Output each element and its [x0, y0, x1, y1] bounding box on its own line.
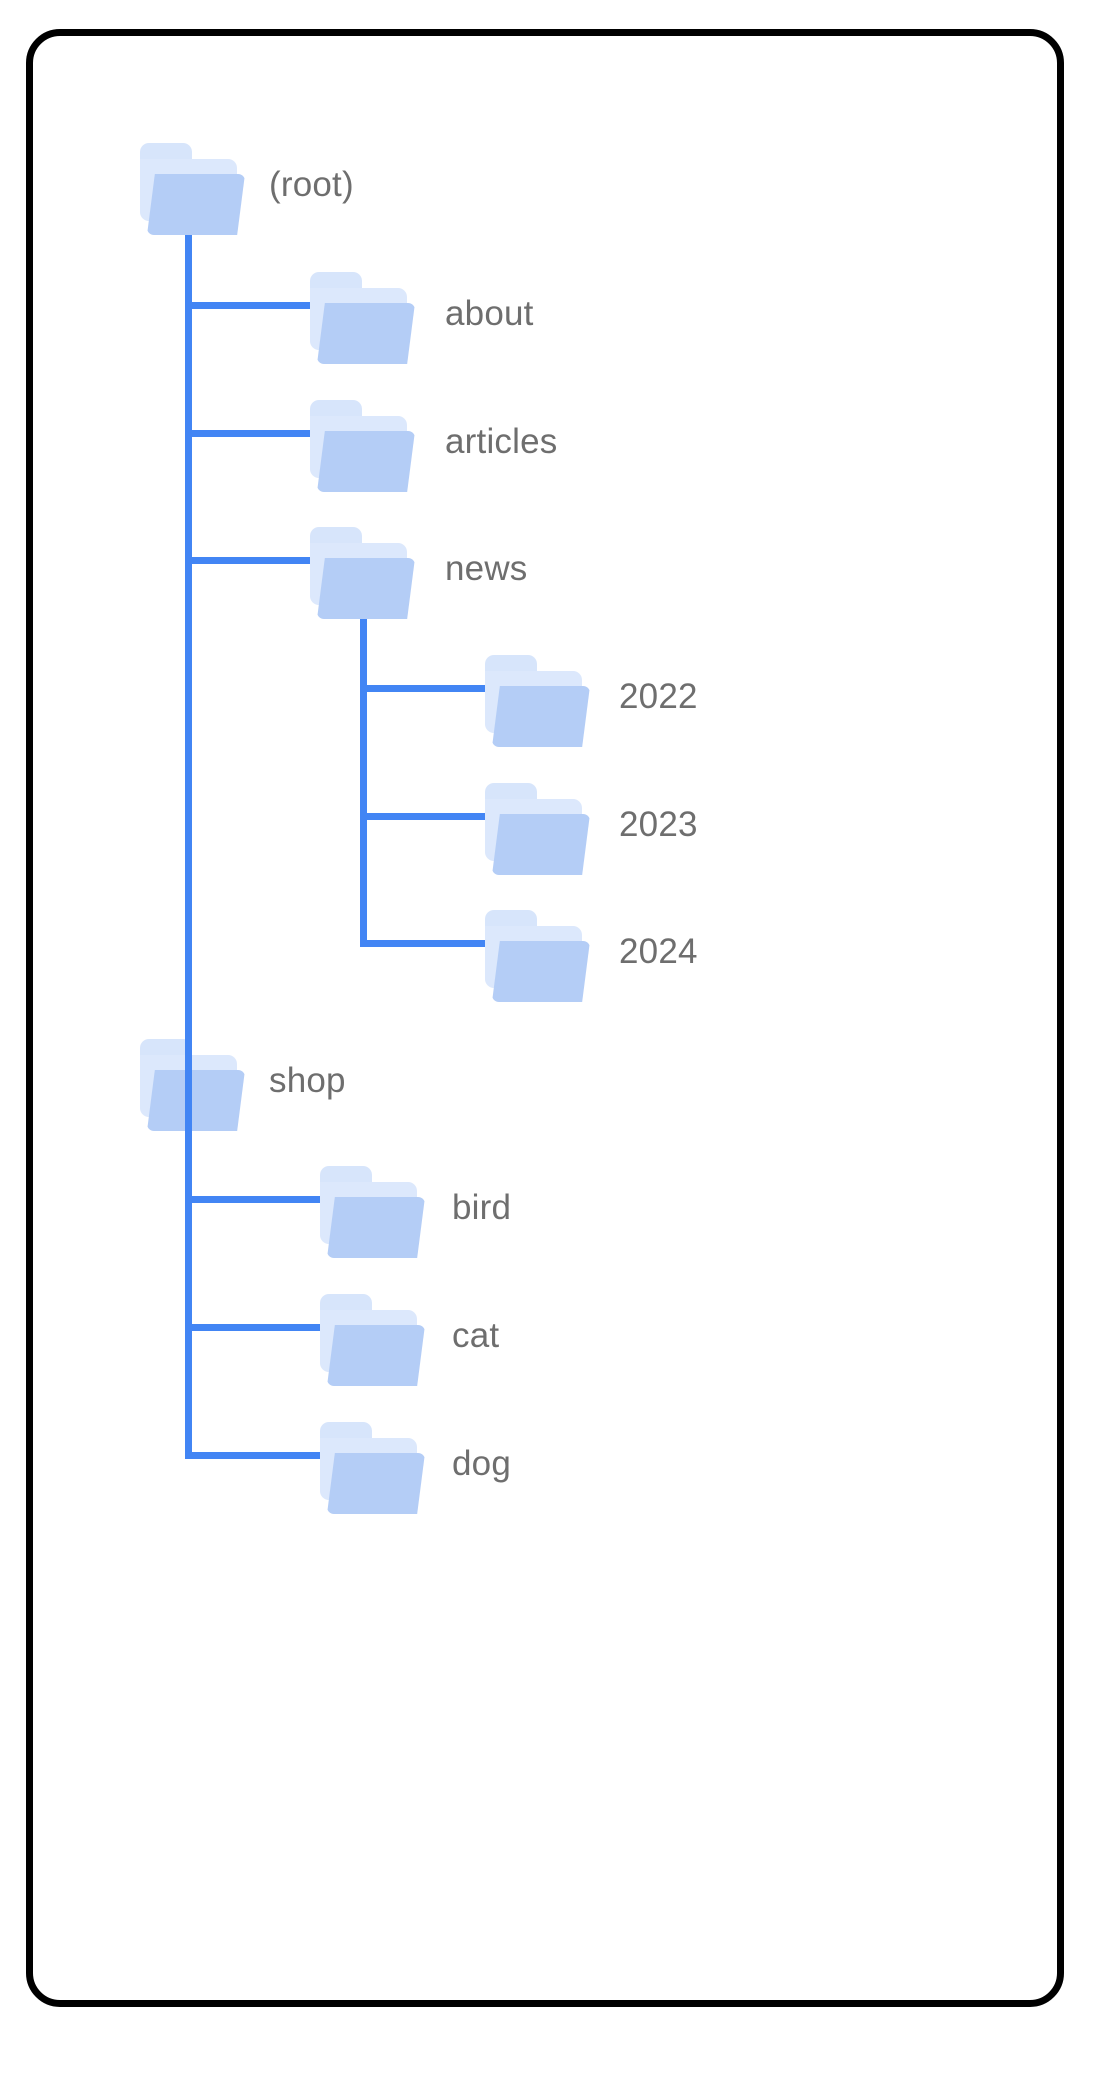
edge-news-2022 [360, 685, 492, 692]
edge-root-articles [185, 430, 317, 437]
edge-shop-dog [185, 1452, 327, 1459]
tree-node-label: (root) [269, 165, 354, 204]
folder-icon [308, 400, 422, 492]
edge-shop-trunk [185, 1108, 192, 1456]
tree-node-label: 2023 [619, 805, 698, 844]
tree-node-label: 2024 [619, 932, 698, 971]
tree-node-label: shop [269, 1061, 346, 1100]
folder-icon [318, 1166, 432, 1258]
edge-root-trunk [185, 214, 192, 1088]
tree-node-label: dog [452, 1444, 511, 1483]
edge-news-2024 [360, 940, 492, 947]
folder-icon [318, 1422, 432, 1514]
edge-shop-cat [185, 1324, 327, 1331]
edge-news-2023 [360, 813, 492, 820]
tree-node-label: about [445, 294, 534, 333]
tree-trunk-overlay-layer [33, 36, 1057, 2000]
edge-news-trunk [360, 596, 367, 944]
tree-node-label: articles [445, 422, 558, 461]
folder-icon [318, 1294, 432, 1386]
edge-root-news [185, 557, 317, 564]
edge-root-trunk-overlay [185, 1039, 192, 1149]
edge-shop-bird [185, 1196, 327, 1203]
tree-nodes-layer: (root) about articles n [33, 36, 1057, 2000]
tree-node-label: 2022 [619, 677, 698, 716]
tree-node-label: news [445, 549, 528, 588]
tree-node-label: bird [452, 1188, 512, 1227]
folder-tree-diagram: (root) about articles n [33, 36, 1057, 2000]
tree-diagram-card: (root) about articles n [26, 29, 1064, 2007]
tree-edges-layer [33, 36, 1057, 2000]
folder-icon [138, 143, 252, 235]
tree-node-label: cat [452, 1316, 500, 1355]
edge-root-about [185, 302, 317, 309]
folder-icon [483, 910, 597, 1002]
folder-icon [308, 272, 422, 364]
folder-icon [483, 655, 597, 747]
folder-icon [308, 527, 422, 619]
folder-icon [483, 783, 597, 875]
